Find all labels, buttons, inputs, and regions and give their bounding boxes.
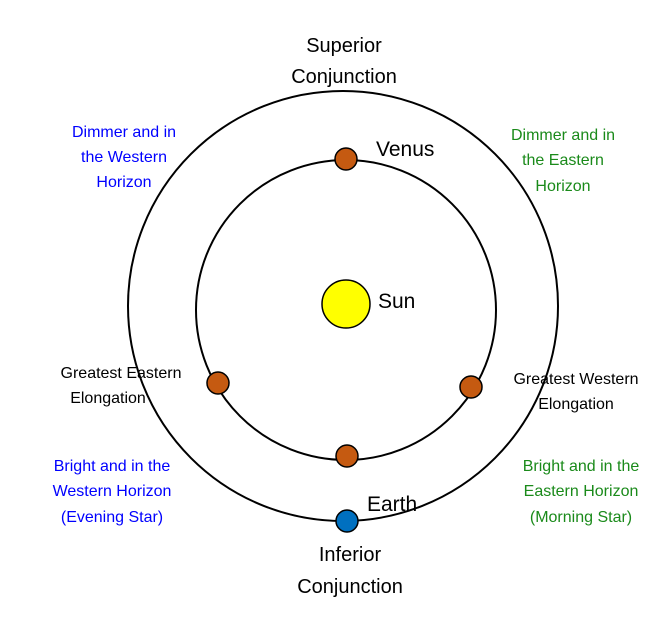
venus-inferior xyxy=(335,444,359,468)
venus-label: Venus xyxy=(376,138,434,161)
venus-eastern-elongation xyxy=(206,371,230,395)
earth xyxy=(335,509,359,533)
sun xyxy=(321,279,371,329)
venus-western-elongation xyxy=(459,375,483,399)
sun-label: Sun xyxy=(378,290,415,313)
earth-label: Earth xyxy=(367,493,417,516)
venus-superior xyxy=(334,147,358,171)
